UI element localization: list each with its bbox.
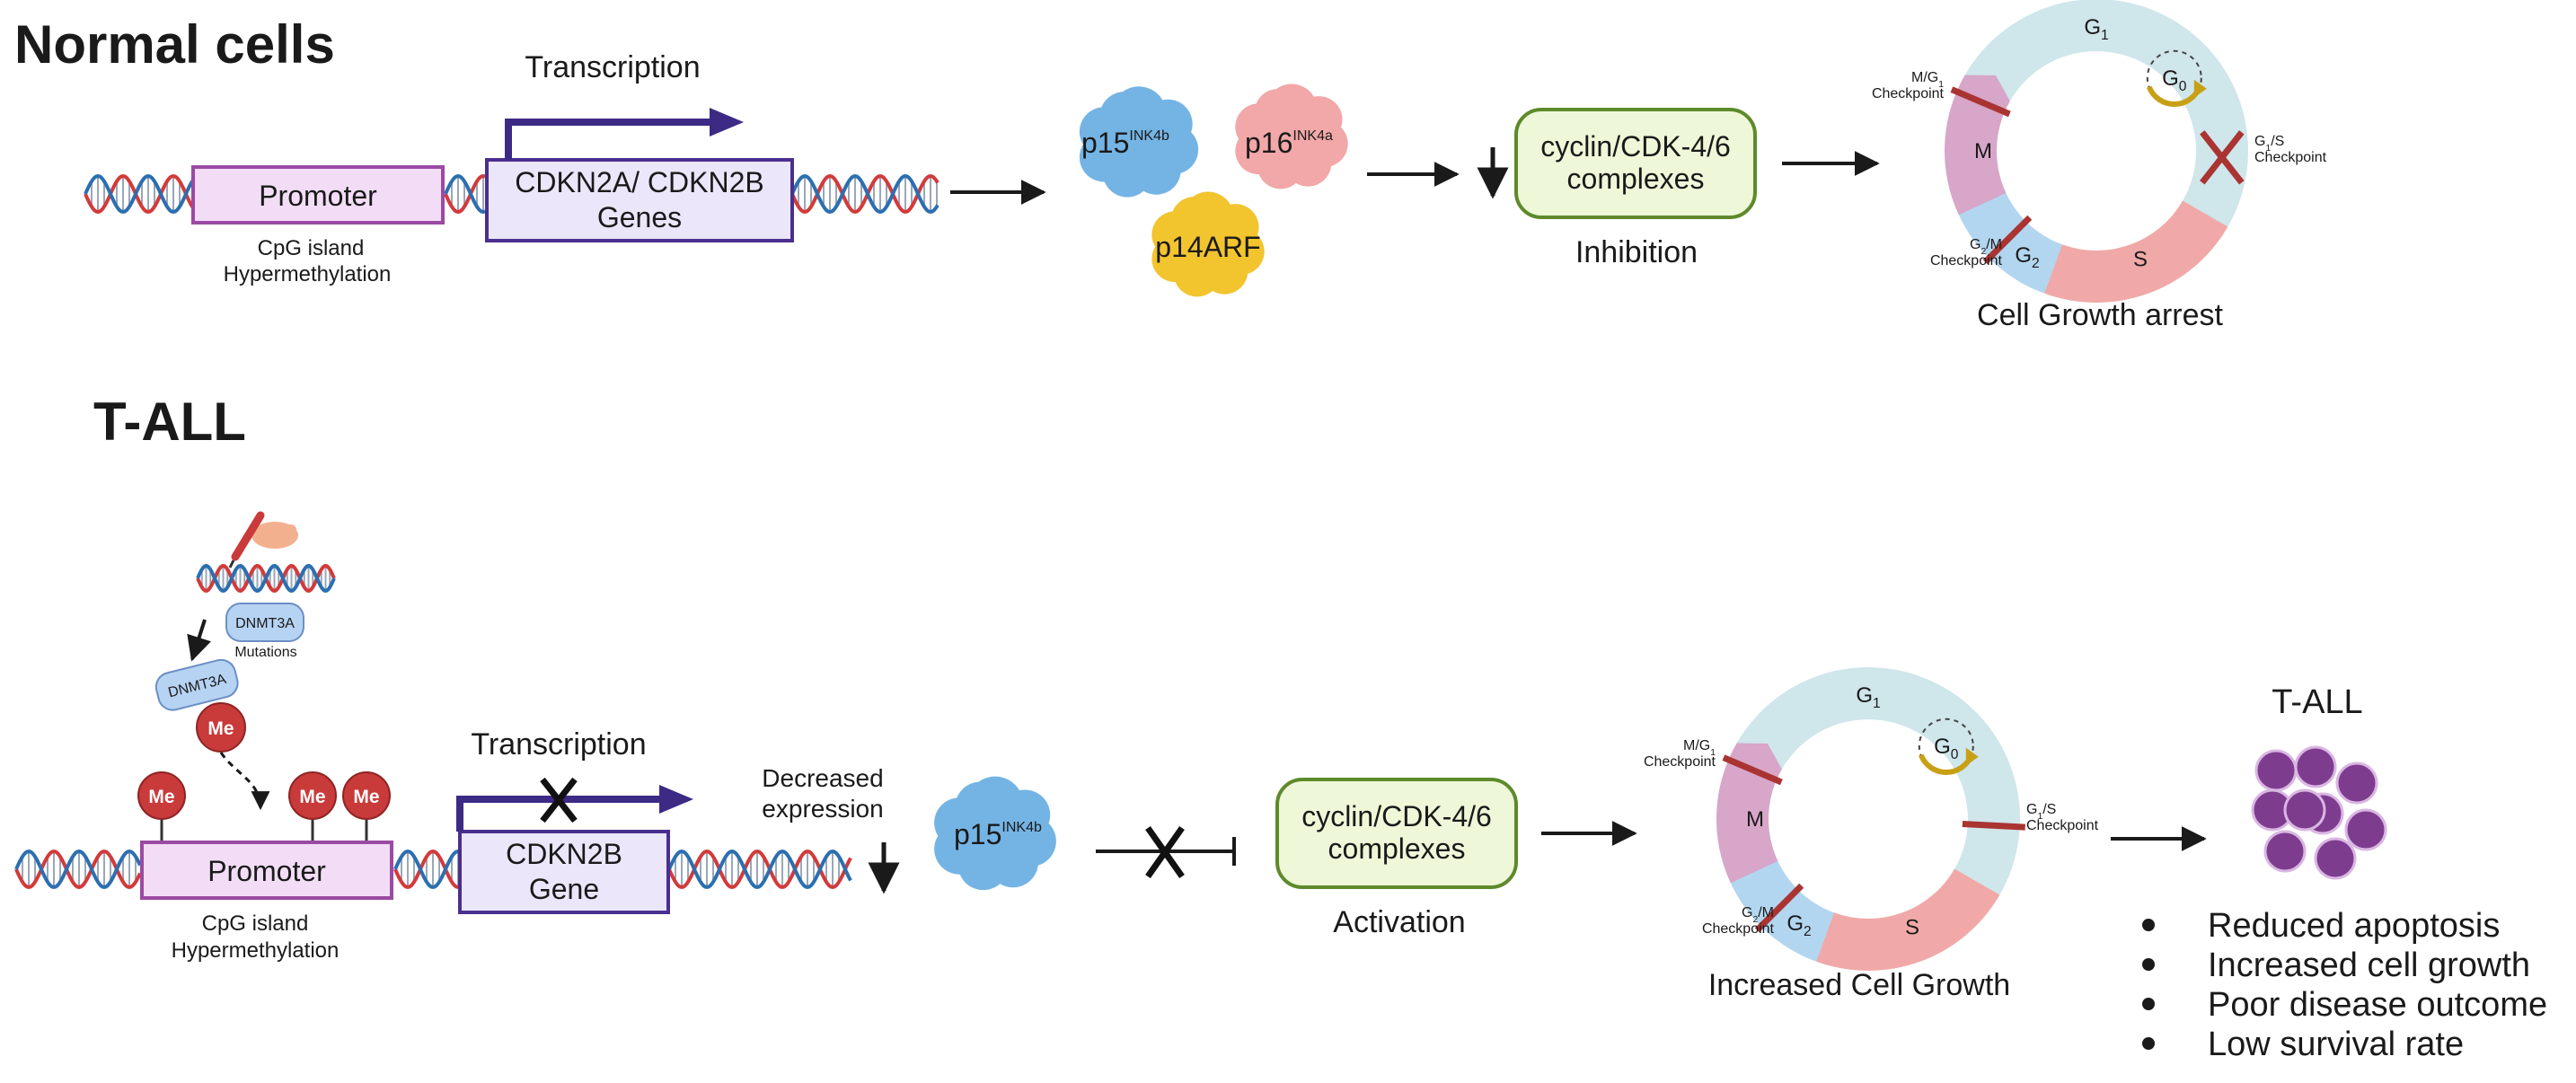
- outcome-item-4: Low survival rate: [2142, 1026, 2464, 1063]
- p16-protein: p16INK4a: [1235, 84, 1348, 189]
- svg-text:Me: Me: [207, 718, 234, 739]
- svg-text:Checkpoint: Checkpoint: [2026, 818, 2099, 833]
- top-inhibition-label: Inhibition: [1575, 235, 1698, 269]
- bottom-transcription-arrow: [456, 785, 693, 832]
- svg-text:G2: G2: [1786, 911, 1811, 939]
- svg-text:G2/M: G2/M: [1970, 237, 2002, 257]
- dnmt3a-mutated: DNMT3A: [225, 603, 304, 642]
- top-genes-box: CDKN2A/ CDKN2B Genes: [485, 158, 794, 242]
- bottom-cycle-caption: Increased Cell Growth: [1708, 968, 2010, 1002]
- svg-text:p15INK4b: p15INK4b: [1081, 127, 1169, 159]
- svg-text:Checkpoint: Checkpoint: [1702, 921, 1775, 937]
- svg-text:cyclin/CDK-4/6: cyclin/CDK-4/6: [1540, 130, 1731, 163]
- bottom-cpg-label: CpG island: [202, 911, 309, 936]
- svg-text:G1/S: G1/S: [2254, 134, 2284, 154]
- top-promoter: Promoter: [191, 165, 445, 225]
- tall-cells-cluster: [2251, 745, 2387, 880]
- svg-text:Poor disease outcome: Poor disease outcome: [2208, 986, 2547, 1024]
- p15-protein-top: p15INK4b: [1079, 86, 1199, 198]
- me-group-3: Me: [342, 771, 391, 842]
- svg-text:Checkpoint: Checkpoint: [1644, 754, 1716, 770]
- bottom-transcription-label: Transcription: [471, 727, 646, 762]
- mutation-arrow: [187, 619, 211, 662]
- outcome-item-3: Poor disease outcome: [2142, 986, 2547, 1024]
- svg-text:M/G1: M/G1: [1911, 70, 1944, 90]
- expression-label: expression: [762, 795, 883, 823]
- top-complex-box: cyclin/CDK-4/6 complexes: [1514, 108, 1757, 219]
- svg-text:Checkpoint: Checkpoint: [1930, 253, 2003, 269]
- me-group-1: Me: [137, 771, 186, 842]
- svg-text:G1: G1: [2084, 15, 2108, 43]
- svg-text:complexes: complexes: [1328, 832, 1466, 865]
- svg-text:Me: Me: [148, 787, 174, 807]
- top-transcription-arrow: [505, 108, 744, 160]
- svg-text:Genes: Genes: [597, 201, 682, 233]
- activation-label: Activation: [1333, 905, 1465, 939]
- svg-text:G2: G2: [2015, 243, 2039, 271]
- outcome-item-2: Increased cell growth: [2142, 947, 2530, 984]
- svg-text:M: M: [1746, 807, 1764, 832]
- svg-text:M: M: [1974, 139, 1992, 163]
- top-hypermethylation-label: Hypermethylation: [224, 262, 392, 286]
- svg-text:M/G1: M/G1: [1683, 738, 1716, 758]
- me-group-floating: Me: [196, 702, 246, 753]
- svg-text:S: S: [1905, 915, 1919, 939]
- svg-text:complexes: complexes: [1567, 163, 1705, 195]
- svg-text:Checkpoint: Checkpoint: [1872, 86, 1945, 101]
- p14arf-protein: p14ARF: [1151, 191, 1265, 297]
- bottom-gene-box: CDKN2B Gene: [458, 830, 670, 914]
- svg-text:Me: Me: [353, 787, 379, 807]
- svg-text:Increased cell growth: Increased cell growth: [2208, 947, 2530, 984]
- bottom-dna-strand: [14, 849, 852, 890]
- svg-text:Promoter: Promoter: [207, 855, 326, 887]
- decreased-label: Decreased: [762, 764, 883, 792]
- blocked-inhibition: [1096, 825, 1236, 879]
- top-transcription-label: Transcription: [525, 50, 700, 84]
- methylation-dashed-arrow: [219, 752, 270, 811]
- dnmt3a-enzyme: DNMT3A: [154, 658, 239, 711]
- svg-text:cyclin/CDK-4/6: cyclin/CDK-4/6: [1301, 800, 1492, 832]
- svg-text:S: S: [2133, 247, 2148, 271]
- top-heading: Normal cells: [14, 14, 335, 75]
- svg-text:G2/M: G2/M: [1742, 905, 1774, 925]
- svg-text:DNMT3A: DNMT3A: [235, 616, 295, 631]
- svg-text:Low survival rate: Low survival rate: [2208, 1026, 2464, 1063]
- svg-text:G0: G0: [2162, 66, 2187, 94]
- svg-text:Promoter: Promoter: [259, 180, 377, 212]
- svg-text:CDKN2B: CDKN2B: [506, 838, 622, 870]
- mutations-label: Mutations: [234, 645, 296, 660]
- svg-text:Me: Me: [299, 787, 325, 807]
- cell-cycle-bottom: G1G0SG2MM/G1CheckpointG1/SCheckpointG2/M…: [1644, 667, 2099, 971]
- outcome-list: Reduced apoptosis Increased cell growth …: [2142, 907, 2547, 1063]
- svg-text:CDKN2A/ CDKN2B: CDKN2A/ CDKN2B: [515, 166, 763, 198]
- outcome-item-1: Reduced apoptosis: [2142, 907, 2500, 945]
- hand-pen-icon: [228, 511, 298, 568]
- me-group-2: Me: [288, 771, 337, 842]
- svg-text:p15INK4b: p15INK4b: [954, 818, 1042, 850]
- svg-text:G1: G1: [1856, 683, 1880, 711]
- bottom-promoter: Promoter: [140, 841, 393, 900]
- cell-cycle-top: G1G0SG2MM/G1CheckpointG1/SCheckpointG2/M…: [1872, 0, 2327, 304]
- outcome-title: T-ALL: [2272, 683, 2362, 721]
- bottom-complex-box: cyclin/CDK-4/6 complexes: [1275, 778, 1518, 889]
- bottom-hypermethylation-label: Hypermethylation: [172, 938, 340, 963]
- svg-text:Checkpoint: Checkpoint: [2254, 150, 2327, 165]
- blocked-transcription-x: [540, 777, 578, 823]
- svg-text:p16INK4a: p16INK4a: [1245, 127, 1333, 159]
- bottom-heading: T-ALL: [93, 392, 246, 452]
- svg-text:Reduced apoptosis: Reduced apoptosis: [2208, 907, 2500, 945]
- svg-text:Gene: Gene: [529, 873, 599, 905]
- p15-protein-bottom: p15INK4b: [934, 776, 1056, 891]
- top-cycle-caption: Cell Growth arrest: [1977, 298, 2224, 332]
- mutation-dna: [196, 563, 336, 594]
- svg-text:G0: G0: [1934, 735, 1959, 762]
- svg-text:p14ARF: p14ARF: [1155, 231, 1260, 263]
- svg-text:G1/S: G1/S: [2026, 802, 2056, 822]
- top-cpg-label: CpG island: [258, 236, 365, 260]
